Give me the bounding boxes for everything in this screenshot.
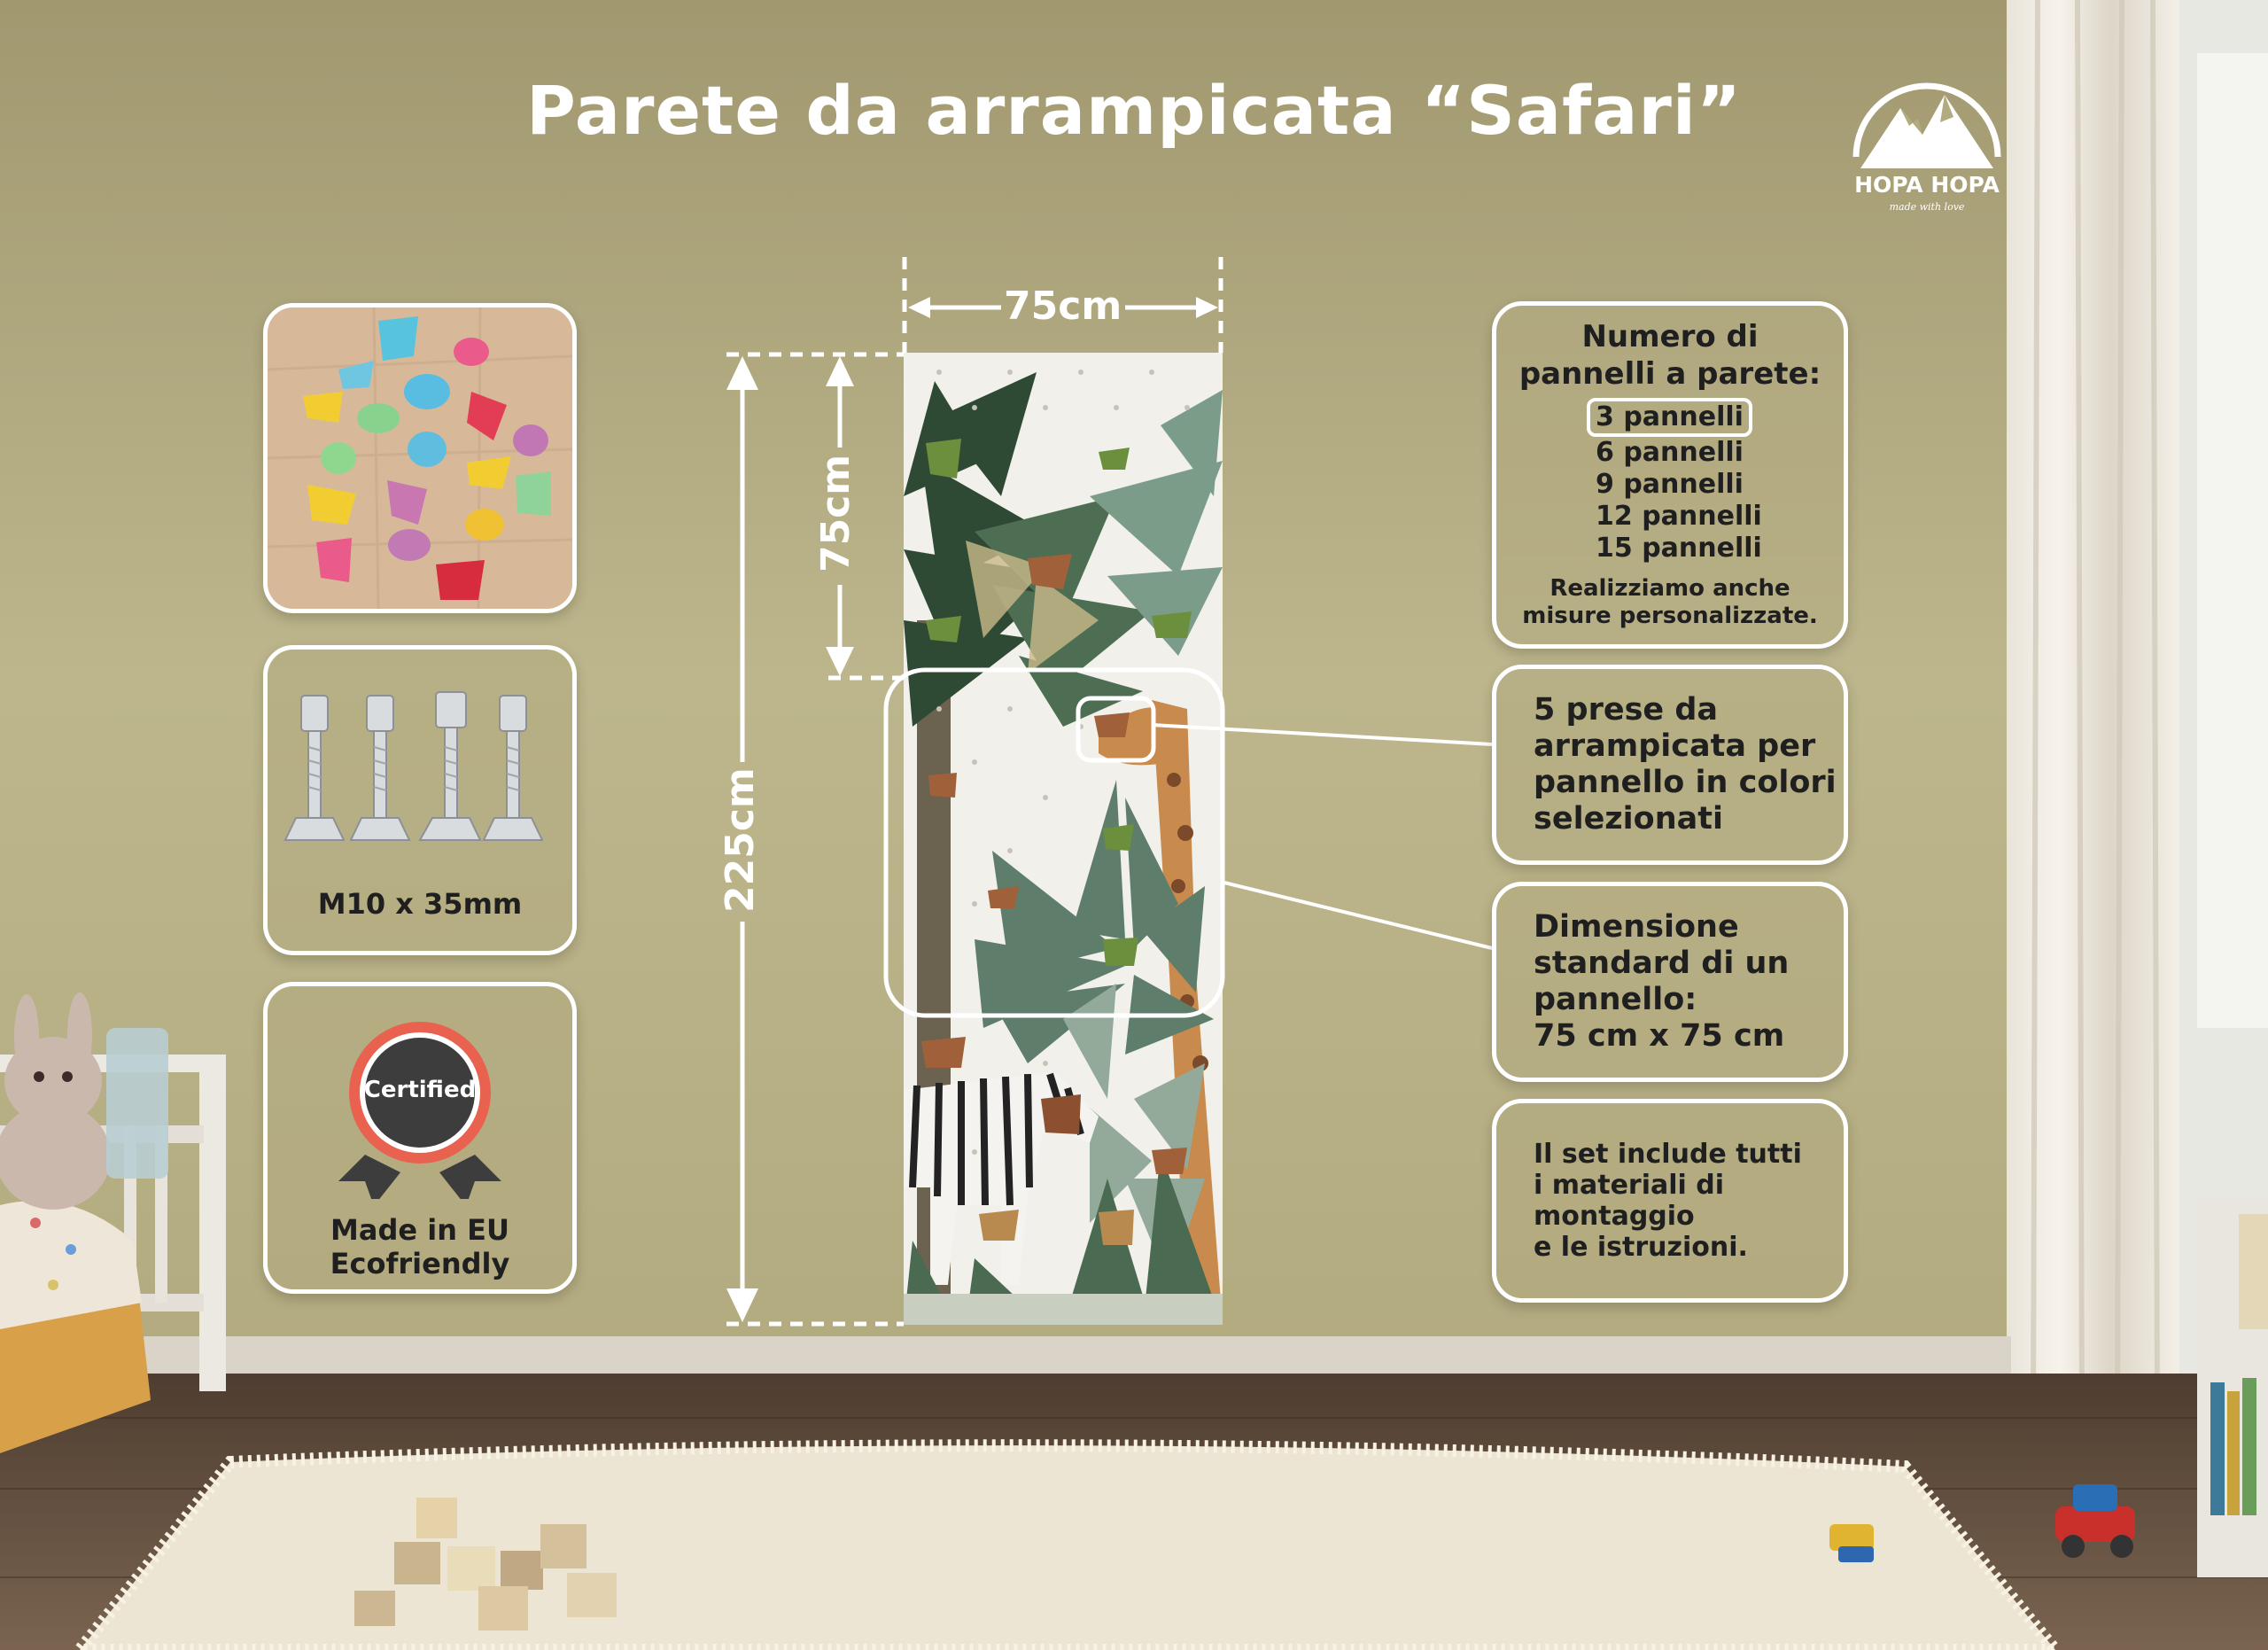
set-contents-card: Il set include tutti i materiali di mont… xyxy=(1492,1099,1848,1303)
holds-line: 5 prese da xyxy=(1534,692,1719,728)
total-height-dimension xyxy=(726,352,904,1327)
toy-car xyxy=(2055,1484,2135,1558)
panels-count-card: Numero di pannelli a parete: 3 pannelli … xyxy=(1492,301,1848,649)
panel-options-list: 3 pannelli 6 pannelli 9 pannelli 12 pann… xyxy=(1587,398,1844,564)
holds-pointer-line xyxy=(1151,723,1493,746)
width-label: 75cm xyxy=(1004,284,1122,329)
set-line: i materiali di xyxy=(1534,1170,1725,1201)
size-line: standard di un xyxy=(1534,946,1790,981)
logo-mountain-icon xyxy=(1852,82,2001,168)
hold-highlight-frame xyxy=(1076,696,1156,763)
panels-card-title-1: Numero di xyxy=(1581,319,1759,354)
panel-climbing-holds xyxy=(921,439,1192,1245)
bookshelf xyxy=(2197,1196,2268,1577)
custom-size-note-1: Realizziamo anche xyxy=(1550,575,1790,602)
total-height-label: 225cm xyxy=(718,767,763,913)
panel-option[interactable]: 9 pannelli xyxy=(1596,469,1744,500)
custom-size-note-2: misure personalizzate. xyxy=(1522,603,1818,629)
logo-name: HOPA HOPA xyxy=(1854,172,2000,198)
logo-tagline: made with love xyxy=(1889,201,1965,213)
certified-badge-text: Certified xyxy=(363,1077,477,1103)
holds-photo-card xyxy=(263,303,577,613)
toy-small xyxy=(1829,1524,1874,1562)
panel-highlight-frame xyxy=(883,667,1225,1018)
panel-option[interactable]: 12 pannelli xyxy=(1596,501,1762,532)
holds-line: arrampicata per xyxy=(1534,728,1816,764)
climbing-wall-panel xyxy=(904,353,1223,1325)
set-line: montaggio xyxy=(1534,1201,1695,1232)
toy-blocks xyxy=(354,1498,617,1631)
bolts-card: M10 x 35mm xyxy=(263,645,577,955)
panel-size-card: Dimensione standard di un pannello: 75 c… xyxy=(1492,882,1848,1082)
certified-line1: Made in EU xyxy=(330,1213,509,1247)
bolts-label: M10 x 35mm xyxy=(317,887,523,921)
size-pointer-line xyxy=(1220,880,1493,950)
brand-logo: HOPA HOPA made with love xyxy=(1843,64,2011,223)
size-line: 75 cm x 75 cm xyxy=(1534,1018,1785,1054)
bolts-icon xyxy=(284,691,544,841)
set-line: Il set include tutti xyxy=(1534,1139,1802,1170)
holds-line: pannello in colori xyxy=(1534,765,1837,800)
panel-option[interactable]: 15 pannelli xyxy=(1596,533,1762,564)
certified-badge-icon xyxy=(338,1022,501,1199)
width-dimension xyxy=(902,257,1223,353)
plush-bunny xyxy=(0,992,111,1210)
panel-option[interactable]: 6 pannelli xyxy=(1596,437,1744,468)
selected-option-frame: 3 pannelli xyxy=(1587,398,1752,437)
size-line: pannello: xyxy=(1534,982,1697,1017)
certified-line2: Ecofriendly xyxy=(330,1247,510,1280)
panels-card-title-2: pannelli a parete: xyxy=(1518,356,1821,392)
baseboard xyxy=(0,1336,2011,1375)
certified-card: Certified Made in EU Ecofriendly xyxy=(263,982,577,1294)
page-title: Parete da arrampicata “Safari” xyxy=(526,71,1742,150)
panel-height-label: 75cm xyxy=(813,454,858,572)
panel-option-selected[interactable]: 3 pannelli xyxy=(1587,398,1844,437)
holds-info-card: 5 prese da arrampicata per pannello in c… xyxy=(1492,665,1848,865)
climbing-holds-photo xyxy=(268,307,572,609)
holds-line: selezionati xyxy=(1534,801,1723,837)
set-line: e le istruzioni. xyxy=(1534,1232,1748,1263)
size-line: Dimensione xyxy=(1534,909,1739,945)
